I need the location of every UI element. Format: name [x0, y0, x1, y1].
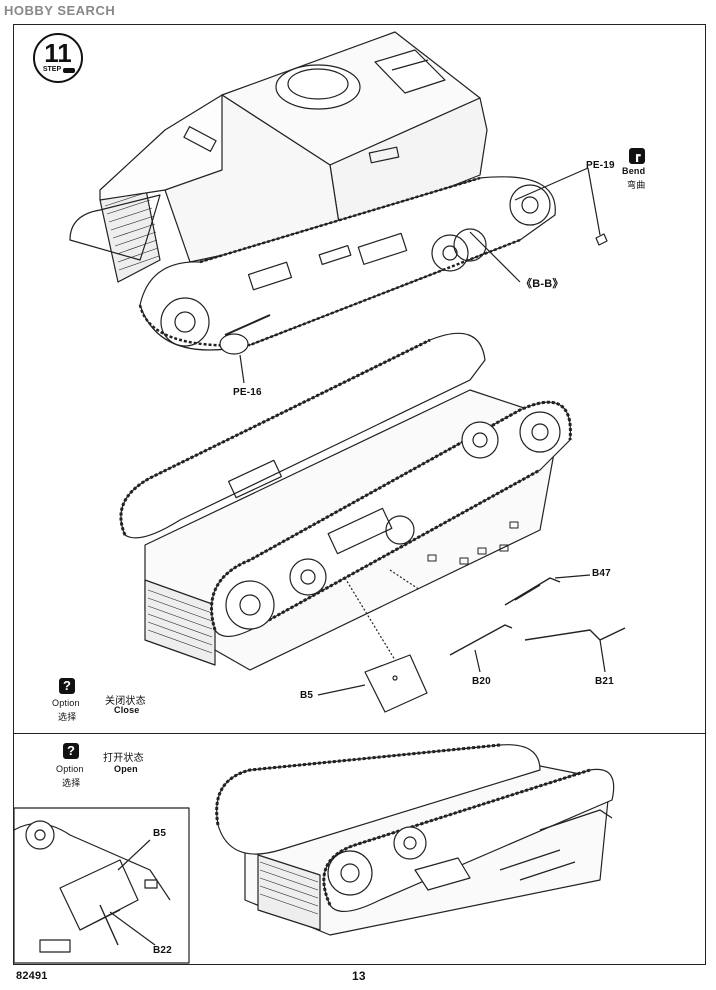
watermark: HOBBY SEARCH [4, 3, 116, 18]
close-state-cn: 关闭状态 [105, 696, 146, 707]
lower-vehicle-open [215, 743, 615, 936]
inset-label-b22: B22 [153, 945, 172, 956]
inset-label-b5: B5 [153, 828, 167, 839]
step-badge: 11 STEP [33, 33, 83, 83]
part-label-b5: B5 [300, 690, 314, 701]
upper-vehicle [69, 31, 608, 384]
part-label-pe16: PE-16 [233, 387, 262, 398]
part-label-b21: B21 [595, 676, 614, 687]
bend-label: Bend [622, 166, 646, 176]
part-label-pe19: PE-19 [586, 160, 615, 171]
question-icon-open: ? [63, 743, 79, 759]
close-state-en: Close [114, 705, 140, 715]
option-open-label: Option [56, 764, 84, 774]
option-close-label-cn: 选择 [58, 712, 77, 722]
step-label: STEP [42, 66, 62, 73]
product-code: 82491 [16, 970, 48, 982]
option-close-label: Option [52, 698, 80, 708]
bend-icon: ┏ [629, 148, 645, 164]
part-label-b47: B47 [592, 568, 611, 579]
open-state-cn: 打开状态 [103, 753, 144, 764]
page-number: 13 [352, 969, 366, 983]
section-divider [13, 733, 706, 734]
lower-vehicle-close [119, 332, 626, 713]
open-state-en: Open [114, 764, 138, 774]
part-label-b20: B20 [472, 676, 491, 687]
tank-icon [63, 68, 75, 73]
bend-label-cn: 弯曲 [627, 180, 646, 190]
inset-detail [13, 807, 190, 964]
section-label-b-b: 《B-B》 [521, 278, 564, 290]
page-frame [13, 24, 706, 965]
option-open-label-cn: 选择 [62, 778, 81, 788]
step-number: 11 [44, 38, 72, 68]
question-icon: ? [59, 678, 75, 694]
